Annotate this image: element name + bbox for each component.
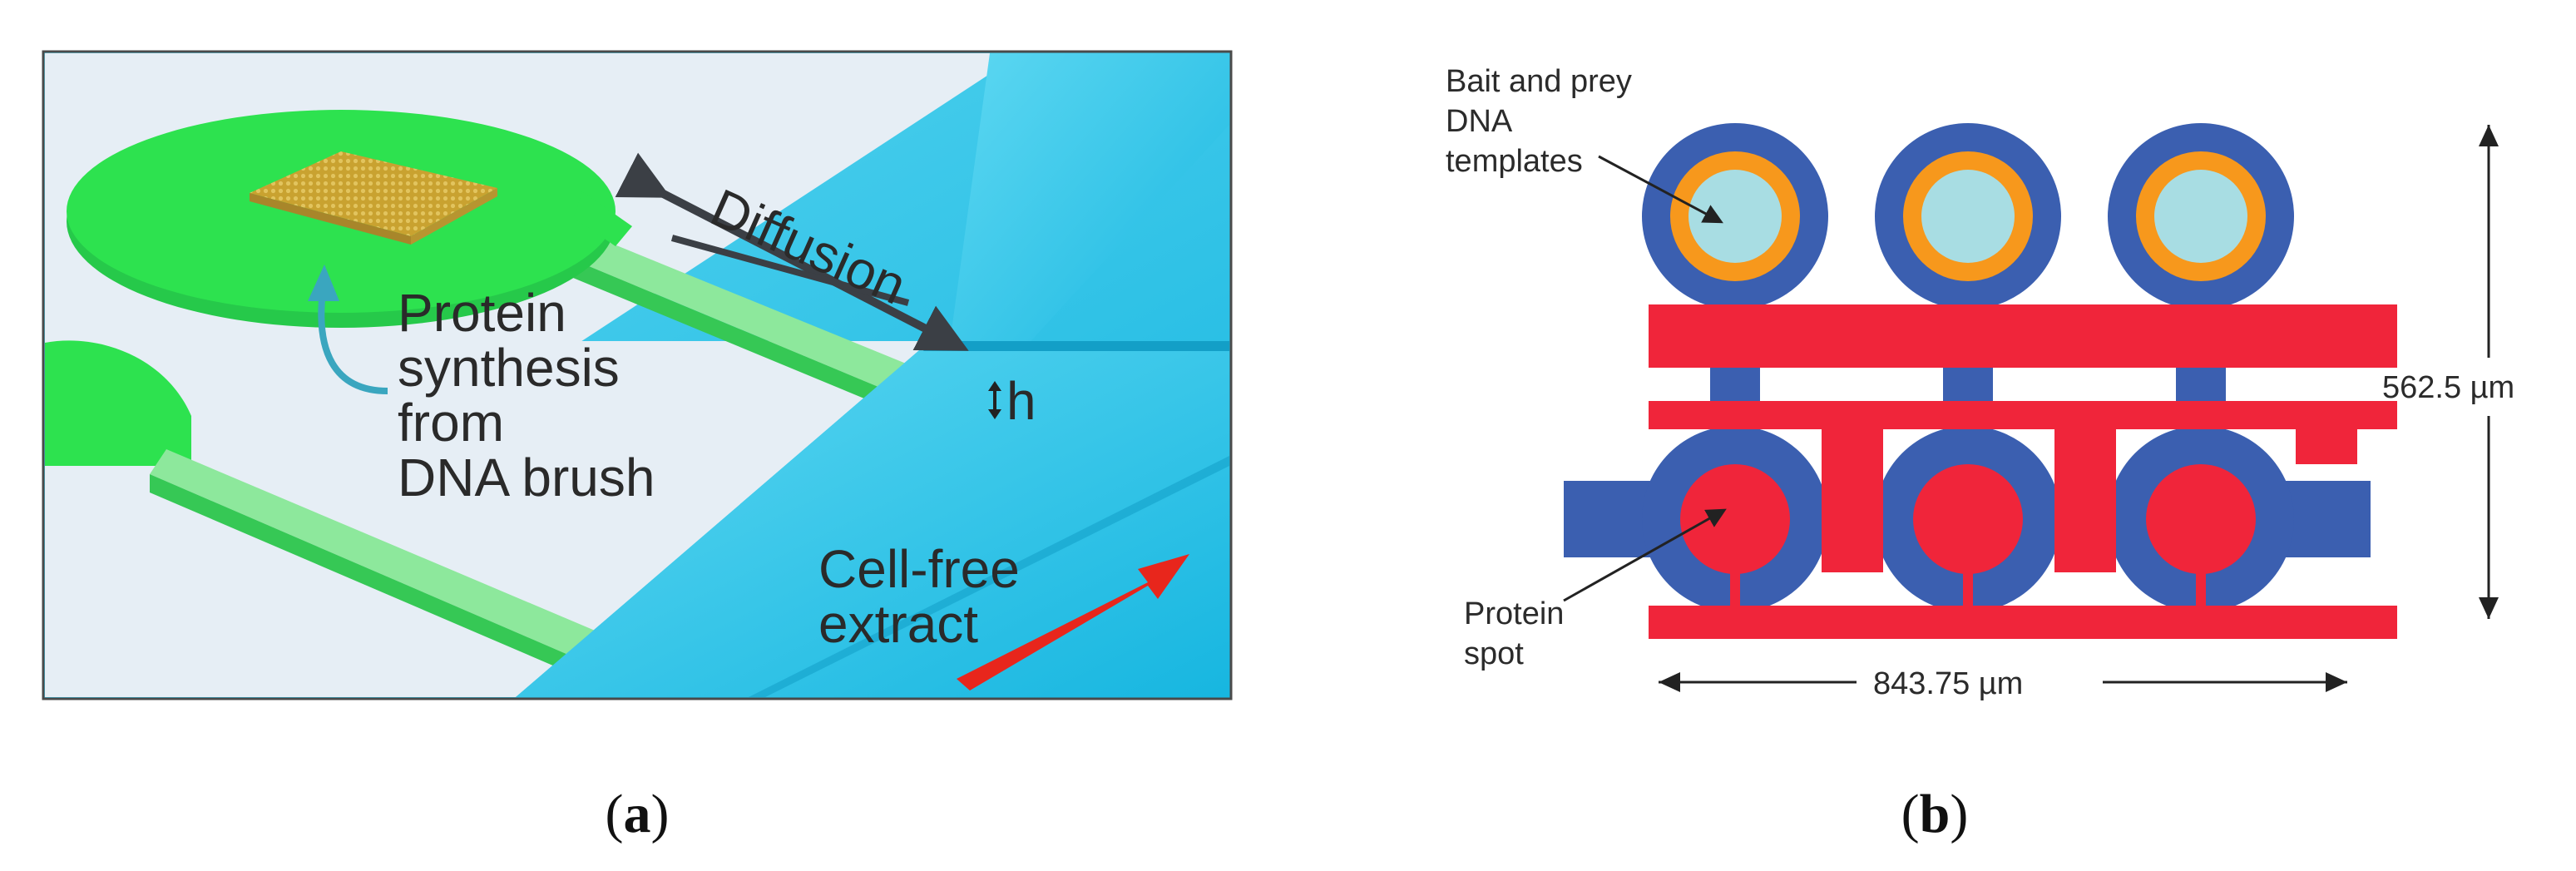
label-templates-3: templates xyxy=(1446,144,1583,179)
caption-a: (a) xyxy=(606,784,670,844)
blue-tab-left xyxy=(1564,481,1655,557)
diffusion-arrow xyxy=(615,152,969,351)
dna-brush xyxy=(250,151,497,236)
flow-arrow xyxy=(957,554,1189,690)
panel-a-illustration xyxy=(42,50,1233,700)
red-bar-bottom xyxy=(1649,606,2397,639)
red-bar-second xyxy=(1649,401,2397,429)
template-circle-1 xyxy=(1642,123,1828,309)
label-height-dim: 562.5 µm xyxy=(2382,370,2514,405)
feed-channel-lower xyxy=(150,449,599,657)
template-circle-2 xyxy=(1875,123,2061,309)
spot-pointer xyxy=(1563,508,1727,602)
chip-surface-lower xyxy=(45,341,930,697)
template-circle-3 xyxy=(2108,123,2294,309)
caption-a-letter: a xyxy=(624,784,651,844)
label-spot-2: spot xyxy=(1464,636,1524,671)
protein-spot-2 xyxy=(1913,464,2023,574)
main-channel-lower xyxy=(516,341,1229,697)
label-spot-1: Protein xyxy=(1464,596,1564,631)
label-protein-4: DNA brush xyxy=(398,448,655,507)
main-channel-upper xyxy=(943,53,1229,391)
chamber-lower xyxy=(45,340,191,466)
label-templates-2: DNA xyxy=(1446,104,1513,139)
brush-pointer-arrow xyxy=(318,290,388,394)
label-protein-3: from xyxy=(398,393,504,453)
label-protein-2: synthesis xyxy=(398,338,620,398)
label-protein-1: Protein xyxy=(398,283,566,343)
panel-b-illustration xyxy=(1563,123,2515,692)
label-cellfree-1: Cell-free xyxy=(818,539,1020,599)
protein-spot-3 xyxy=(2146,464,2256,574)
label-templates-1: Bait and prey xyxy=(1446,64,1632,99)
caption-b: (b) xyxy=(1901,784,1969,844)
protein-spot-1 xyxy=(1680,464,1790,574)
label-cellfree-2: extract xyxy=(818,594,978,654)
templates-pointer xyxy=(1598,155,1723,224)
caption-b-letter: b xyxy=(1920,784,1951,844)
label-h: h xyxy=(1006,371,1036,431)
label-width-dim: 843.75 µm xyxy=(1873,666,2023,701)
blue-tab-right xyxy=(2281,481,2371,557)
red-bar-top xyxy=(1649,304,2397,368)
